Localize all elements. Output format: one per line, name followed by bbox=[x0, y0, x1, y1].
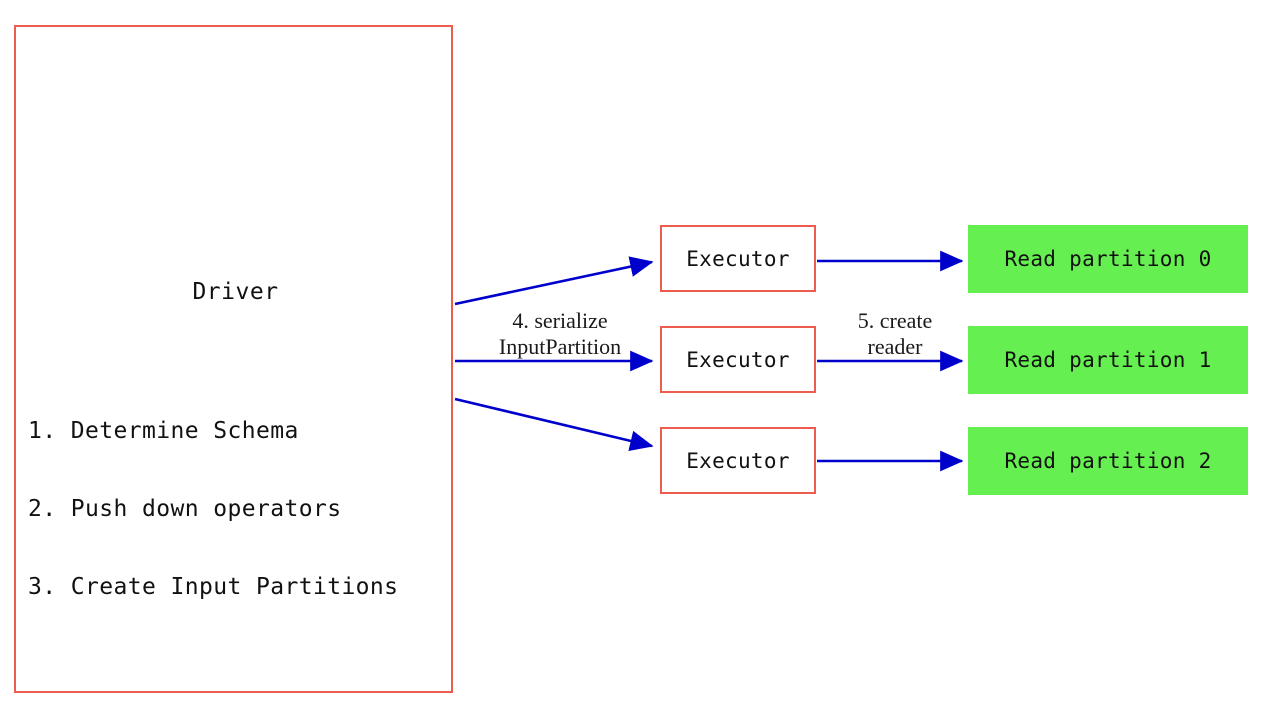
read-partition-box-0: Read partition 0 bbox=[968, 225, 1248, 293]
edge-label-serialize-line-1: 4. serialize bbox=[512, 308, 608, 333]
edge-label-serialize-input-partition: 4. serialize InputPartition bbox=[460, 308, 660, 360]
driver-steps-list: 1. Determine Schema 2. Push down operato… bbox=[28, 366, 398, 652]
arrow-driver-to-executor-0 bbox=[454, 256, 654, 306]
driver-title: Driver bbox=[192, 279, 279, 305]
executor-label-2: Executor bbox=[686, 448, 790, 473]
driver-box: Driver 1. Determine Schema 2. Push down … bbox=[14, 25, 453, 693]
edge-label-serialize-line-2: InputPartition bbox=[498, 334, 622, 359]
read-partition-label-0: Read partition 0 bbox=[1004, 247, 1212, 271]
executor-box-2: Executor bbox=[660, 427, 816, 494]
arrow-driver-to-executor-2 bbox=[454, 397, 654, 452]
driver-step-3: 3. Create Input Partitions bbox=[28, 574, 399, 600]
executor-box-0: Executor bbox=[660, 225, 816, 292]
driver-step-2: 2. Push down operators bbox=[28, 496, 342, 522]
executor-label-1: Executor bbox=[686, 347, 790, 372]
executor-box-1: Executor bbox=[660, 326, 816, 393]
edge-label-create-reader: 5. create reader bbox=[830, 308, 960, 360]
executor-label-0: Executor bbox=[686, 246, 790, 271]
read-partition-box-2: Read partition 2 bbox=[968, 427, 1248, 495]
read-partition-box-1: Read partition 1 bbox=[968, 326, 1248, 394]
read-partition-label-1: Read partition 1 bbox=[1004, 348, 1212, 372]
driver-step-1: 1. Determine Schema bbox=[28, 418, 299, 444]
read-partition-label-2: Read partition 2 bbox=[1004, 449, 1212, 473]
edge-label-create-reader-line-2: reader bbox=[867, 334, 923, 359]
edge-label-create-reader-line-1: 5. create bbox=[857, 308, 933, 333]
